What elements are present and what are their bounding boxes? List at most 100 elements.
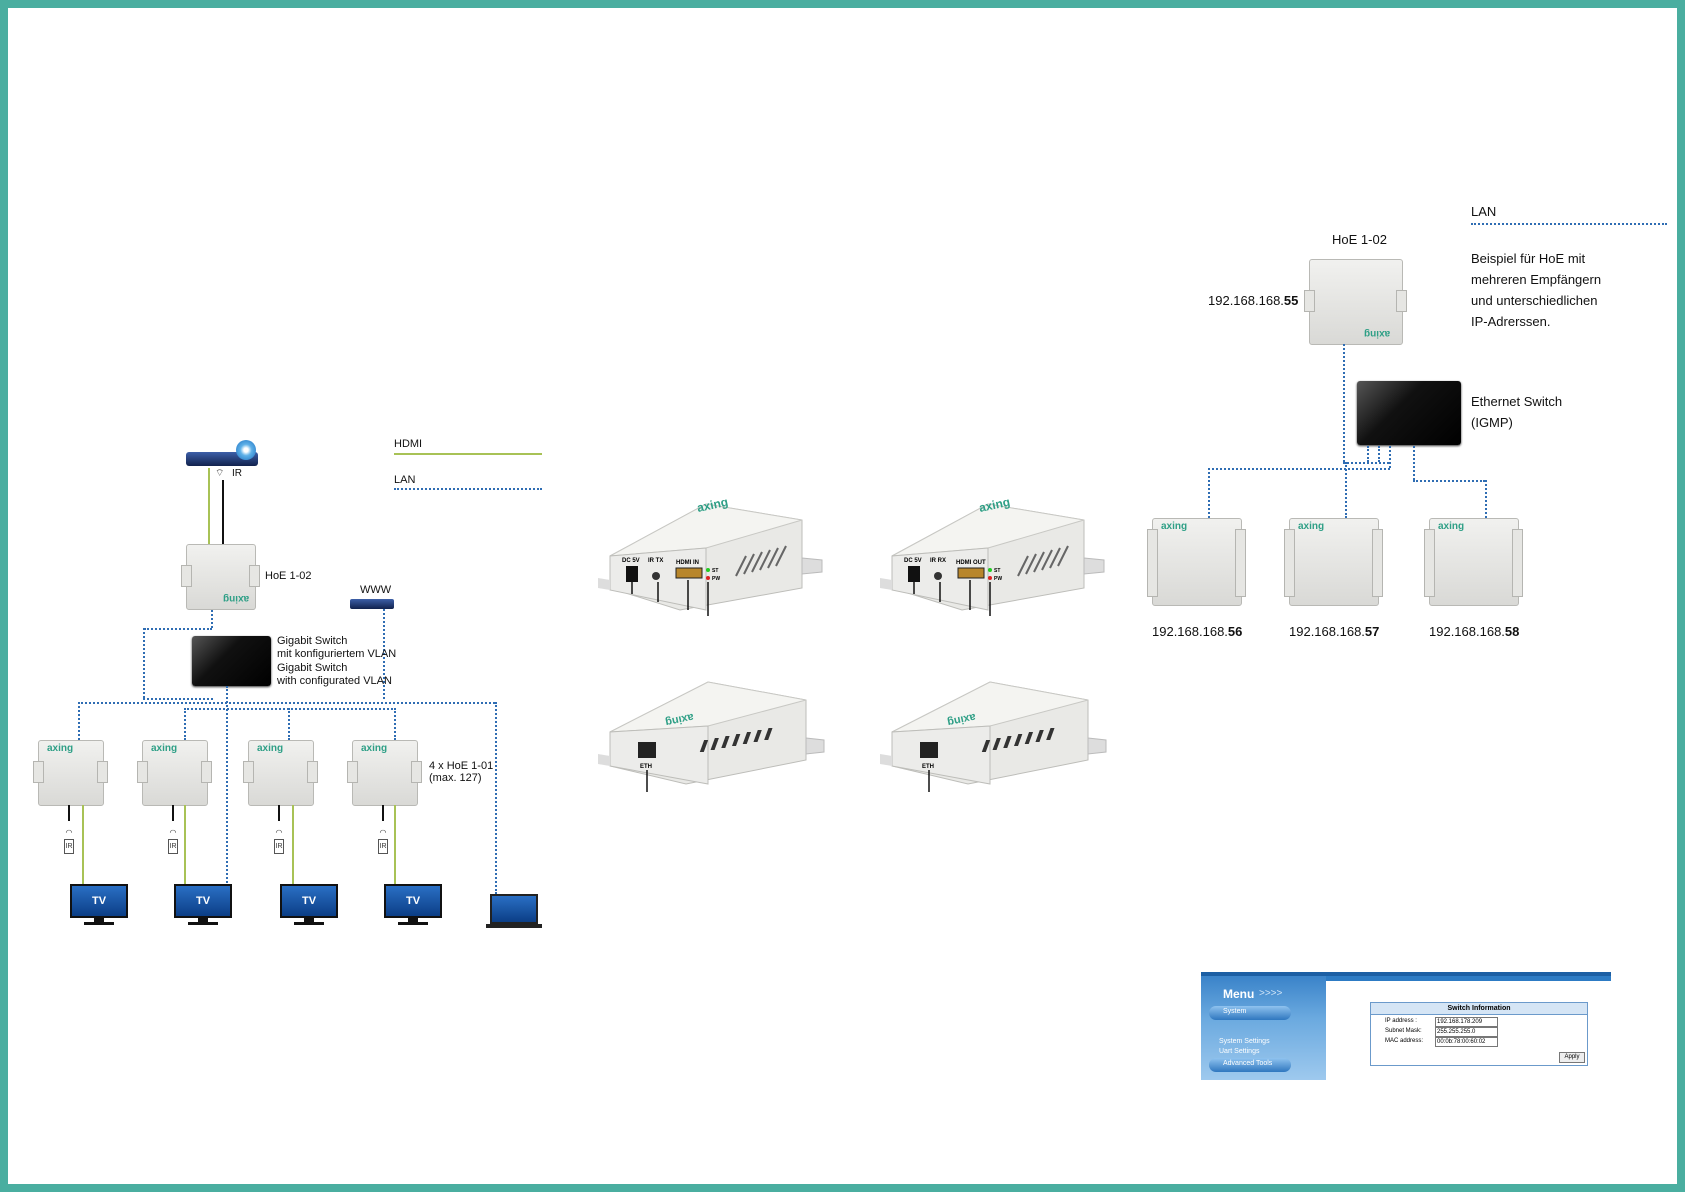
legend-lan-line [1471, 223, 1667, 225]
hdmi-line-source [208, 468, 210, 544]
menu-item-advanced-tools[interactable]: Advanced Tools [1209, 1058, 1291, 1072]
svg-text:ST: ST [994, 568, 1000, 574]
transmitter-label: HoE 1-02 [1332, 232, 1387, 247]
switch-label-4: with configurated VLAN [277, 675, 392, 687]
svg-text:PW: PW [712, 576, 720, 582]
svg-text:IR TX: IR TX [648, 558, 663, 564]
description-line-2: mehreren Empfängern [1471, 272, 1602, 287]
switch-info-panel: Switch Information IP address : 192.168.… [1370, 1002, 1588, 1066]
lan-line [143, 698, 213, 700]
transmitter-front-photo: axing DC 5V IR TX HDMI IN ST PW [598, 498, 823, 616]
ir-cable-source [222, 480, 224, 544]
wifi-icon: ⌔ [215, 468, 225, 479]
brand-logo: axing [1298, 521, 1325, 532]
switch-label-2: mit konfiguriertem VLAN [277, 648, 397, 660]
lan-line [1208, 468, 1210, 518]
receiver-front-photo: axing DC 5V IR RX HDMI OUT ST PW [880, 498, 1105, 616]
panel-title: Switch Information [1371, 1003, 1587, 1015]
hdmi-line [292, 805, 294, 885]
ir-cable [68, 805, 70, 821]
ir-cable [172, 805, 174, 821]
brand-logo: axing [361, 743, 388, 754]
lan-line [1208, 468, 1390, 470]
lan-line [78, 702, 80, 740]
lan-line [1413, 480, 1485, 482]
lan-line-laptop [495, 702, 497, 894]
receiver-device: axing [1147, 518, 1246, 606]
receivers-label-1: 4 x HoE 1-01 [429, 760, 494, 772]
brand-logo: axing [47, 743, 74, 754]
gigabit-switch-icon [192, 636, 271, 686]
switch-label-1: Ethernet Switch [1471, 394, 1563, 409]
receiver-device: axing [33, 740, 108, 806]
brand-logo: axing [151, 743, 178, 754]
brand-logo: axing [1438, 521, 1465, 532]
ir-sensor-icon: ◠IR [60, 828, 78, 854]
www-label: WWW [360, 584, 392, 596]
svg-text:ST: ST [712, 568, 718, 574]
lan-line [1367, 446, 1369, 462]
subnet-mask-label: Subnet Mask: [1385, 1028, 1422, 1034]
brand-logo: axing [257, 743, 284, 754]
transmitter-device: axing [181, 544, 260, 610]
brand-logo: axing [1161, 521, 1188, 532]
mount-ear [249, 565, 260, 587]
svg-text:ETH: ETH [922, 764, 934, 770]
menu-arrows: >>>> [1259, 988, 1283, 999]
lan-line-www [383, 609, 385, 699]
lan-line [143, 628, 145, 698]
lan-line [394, 708, 396, 740]
laptop-base [486, 924, 542, 928]
lan-line [288, 708, 290, 740]
receiver-device: axing [1284, 518, 1383, 606]
mac-address-field[interactable]: 00:0b:78:00:60:02 [1435, 1037, 1498, 1047]
receivers-label-2: (max. 127) [429, 772, 482, 784]
menu-item-uart-settings[interactable]: Uart Settings [1219, 1048, 1260, 1055]
lan-line [1345, 462, 1347, 518]
web-ui-screenshot: Menu >>>> System System Settings Uart Se… [1201, 972, 1611, 1080]
lan-line [1485, 480, 1487, 518]
lan-line [1343, 462, 1389, 464]
switch-label-2: (IGMP) [1471, 415, 1513, 430]
ir-sensor-icon: ◠IR [374, 828, 392, 854]
ir-sensor-icon: ◠IR [164, 828, 182, 854]
apply-button[interactable]: Apply [1559, 1052, 1585, 1063]
lan-line [1413, 446, 1415, 480]
legend-lan-label: LAN [394, 474, 416, 486]
disc-icon [236, 440, 256, 460]
receiver-device: axing [137, 740, 212, 806]
lan-line [144, 628, 212, 630]
ir-cable [382, 805, 384, 821]
router-icon [350, 599, 394, 609]
hdmi-line [394, 805, 396, 885]
brand-logo: axing [946, 711, 977, 729]
lan-line [211, 610, 213, 628]
menu-title: Menu [1223, 987, 1255, 1001]
subnet-mask-field[interactable]: 255.255.255.0 [1435, 1027, 1498, 1037]
svg-text:PW: PW [994, 576, 1002, 582]
svg-text:IR RX: IR RX [930, 558, 946, 564]
svg-text:HDMI IN: HDMI IN [676, 560, 699, 566]
legend-lan-line [394, 488, 542, 490]
receiver-device: axing [243, 740, 318, 806]
menu-item-system-settings[interactable]: System Settings [1219, 1038, 1270, 1045]
ir-sensor-icon: ◠IR [270, 828, 288, 854]
transmitter-back-photo: axing ETH [598, 681, 825, 792]
ip-address-label: IP address : [1385, 1018, 1417, 1024]
ip-address-field[interactable]: 192.168.178.209 [1435, 1017, 1498, 1027]
legend-lan-label: LAN [1471, 204, 1497, 219]
transmitter-device: axing [1304, 259, 1407, 345]
laptop-icon [490, 894, 538, 924]
ethernet-switch-icon [1357, 381, 1461, 445]
receiver-ip: 192.168.168.56 [1152, 624, 1243, 639]
lan-line [78, 702, 495, 704]
lan-line [184, 708, 186, 740]
menu-item-system[interactable]: System [1209, 1006, 1291, 1020]
source-ir-label: IR [232, 468, 242, 479]
receiver-back-photo: axing ETH [880, 681, 1107, 792]
transmitter-label: HoE 1-02 [265, 570, 312, 582]
hdmi-line [184, 805, 186, 885]
top-bar [1201, 972, 1611, 976]
svg-text:DC 5V: DC 5V [622, 558, 640, 564]
